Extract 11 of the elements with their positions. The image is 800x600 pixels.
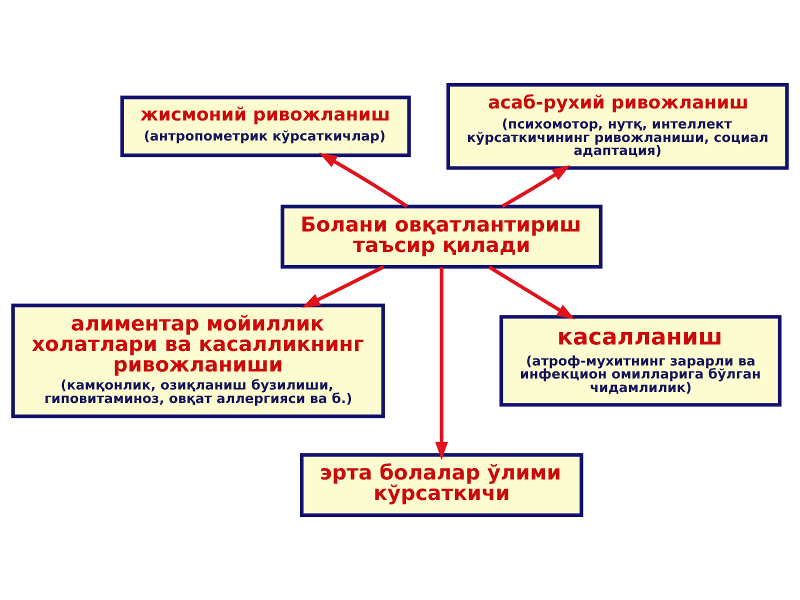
arrow <box>501 165 570 208</box>
arrow <box>488 266 575 320</box>
node-box: эрта болалар ўлими кўрсаткичи <box>300 453 584 517</box>
node-box: касалланиш (атроф-мухитнинг зарарли ва инфекцион омилларига бўлган чидамлилик) <box>499 315 782 407</box>
node-box: жисмоний ривожланиш (антропометрик кўрсаткичлар) <box>120 96 411 158</box>
arrow <box>302 265 384 308</box>
node-box: асаб-рухий ривожланиш (психомотор, нутқ, интеллект кўрсаткичининг ривожланиши, социал адаптация) <box>446 83 789 170</box>
node-box: Болани овқатлантириш таъсир қилади <box>280 204 603 269</box>
arrow <box>318 152 408 208</box>
arrow <box>435 267 448 460</box>
node-box: алиментар мойиллик холатлари ва касалликнинг ривожланиши (камқонлик, озиқланиш бузилиши, гиповитаминоз, овқат аллергияси ва б.) <box>11 304 385 418</box>
